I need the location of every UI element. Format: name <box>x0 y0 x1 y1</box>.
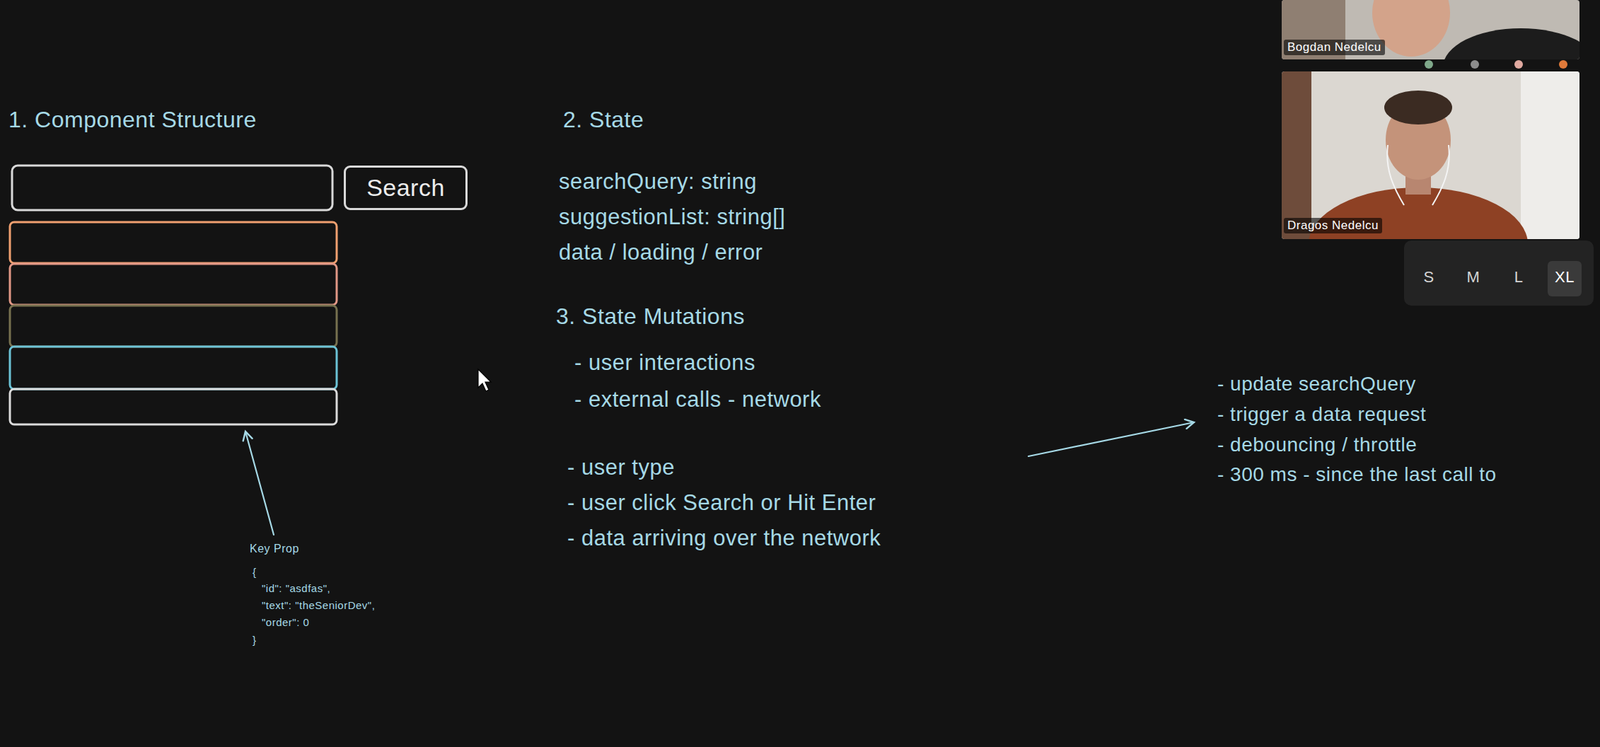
bullet-item: - 300 ms - since the last call to <box>1217 462 1497 487</box>
state-field: data / loading / error <box>558 239 763 266</box>
bullet-item: - external calls - network <box>574 386 822 413</box>
list-row <box>9 346 337 390</box>
state-field: searchQuery: string <box>558 168 757 195</box>
video-tile <box>1281 0 1580 60</box>
code-line: } <box>252 633 257 647</box>
status-dot <box>1424 60 1434 69</box>
button-label: Search <box>366 173 445 203</box>
size-option: M <box>1467 268 1481 287</box>
bullet-item: - user type <box>567 454 675 481</box>
list-row <box>9 305 337 347</box>
pointer-arrow <box>1028 422 1194 457</box>
search-button: Search <box>343 165 468 211</box>
selected-size <box>1547 261 1582 297</box>
bullet-item: - data arriving over the network <box>567 524 881 552</box>
status-dot <box>1470 60 1480 69</box>
status-dot <box>1558 60 1568 69</box>
status-dot <box>1514 60 1523 69</box>
bullet-item: - update searchQuery <box>1217 372 1417 397</box>
bullet-item: - user interactions <box>574 349 756 376</box>
participant-name: Dragos Nedelcu <box>1283 217 1383 234</box>
list-row <box>9 263 337 305</box>
list-row <box>9 389 337 425</box>
state-field: suggestionList: string[] <box>558 203 786 230</box>
search-input <box>12 165 333 211</box>
leader-arrow <box>245 431 274 535</box>
size-option: L <box>1514 268 1524 287</box>
list-row <box>9 222 337 264</box>
section-heading: 2. State <box>563 106 644 133</box>
mouse-cursor <box>478 369 491 392</box>
size-panel <box>1404 240 1594 306</box>
code-line: "id": "asdfas", <box>261 582 331 595</box>
size-option: S <box>1423 268 1434 287</box>
participant-name: Bogdan Nedelcu <box>1283 39 1385 56</box>
code-line: "text": "theSeniorDev", <box>261 599 375 612</box>
video-tile <box>1281 71 1580 240</box>
section-heading: 1. Component Structure <box>8 106 257 133</box>
bullet-item: - trigger a data request <box>1217 402 1426 427</box>
annotation: Key Prop <box>249 541 300 556</box>
size-option: XL <box>1554 268 1575 287</box>
bullet-item: - user click Search or Hit Enter <box>567 489 876 516</box>
section-heading: 3. State Mutations <box>555 302 745 330</box>
bullet-item: - debouncing / throttle <box>1217 432 1417 457</box>
code-line: "order": 0 <box>261 616 310 629</box>
code-line: { <box>252 565 257 579</box>
